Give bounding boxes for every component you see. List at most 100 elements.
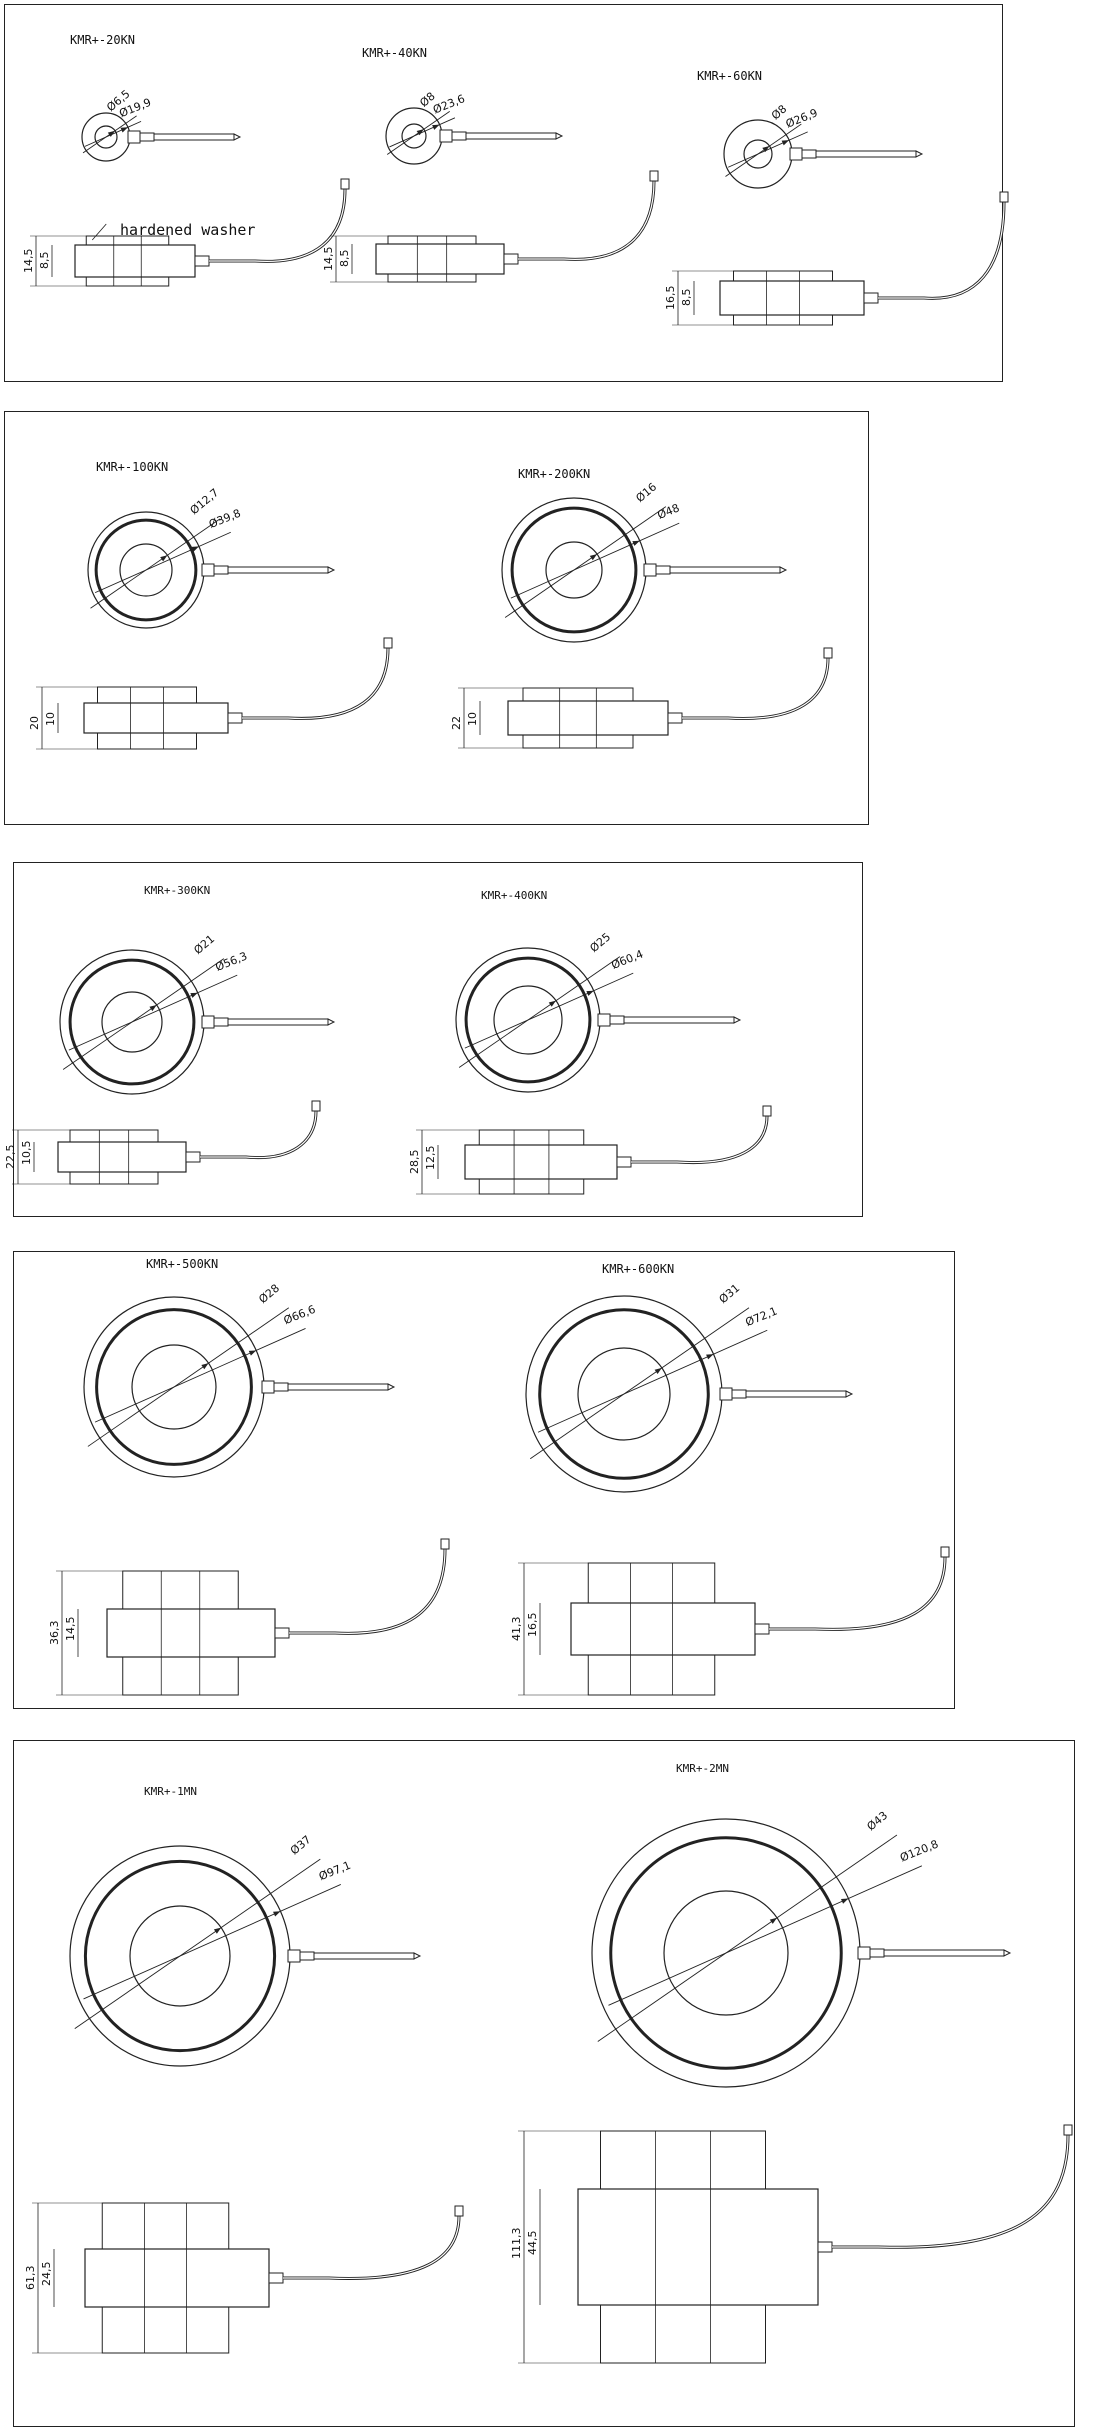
side-gland-m400 xyxy=(616,1156,632,1168)
upper-washer-m200 xyxy=(522,687,634,702)
model-title-400kn: KMR+-400KN xyxy=(481,889,548,902)
bore-m60 xyxy=(743,139,773,169)
side-cable-core-m300 xyxy=(200,1110,317,1159)
side-cable-end-m40 xyxy=(649,170,659,182)
dim-leader-inner-m300 xyxy=(62,958,225,1070)
lower-washer-m2mn xyxy=(600,2304,766,2364)
side-cable-end-m100 xyxy=(383,637,393,649)
bore-m500 xyxy=(131,1344,217,1430)
side-gland-m100 xyxy=(227,712,243,724)
dim-arrow-outer-m600 xyxy=(706,1354,714,1360)
dim-text-inner-m500: Ø28 xyxy=(256,1282,282,1307)
body-m300 xyxy=(57,1141,187,1173)
cable-nut-m600 xyxy=(731,1389,747,1399)
side-cable-end-m2mn xyxy=(1063,2124,1073,2136)
dim-text-inner-m2mn: Ø43 xyxy=(865,1809,891,1834)
side-cable-core-m2mn xyxy=(832,2134,1069,2248)
dim-text-total-m400: 28,5 xyxy=(408,1150,421,1175)
cable-nut-m400 xyxy=(609,1015,625,1025)
upper-washer-m400 xyxy=(478,1129,585,1146)
side-cable-m40 xyxy=(518,180,656,261)
cable-gland-m100 xyxy=(201,563,215,577)
side-cable-core-m1mn xyxy=(283,2215,460,2280)
cable-tip-m200 xyxy=(779,566,788,574)
side-cable-core-m400 xyxy=(631,1115,768,1164)
side-cable-core-m500 xyxy=(289,1548,446,1634)
bore-m100 xyxy=(119,543,173,597)
lower-washer-m20 xyxy=(85,276,170,287)
side-cable-m300 xyxy=(200,1110,318,1160)
cable-m200 xyxy=(669,566,781,574)
dim-leader-inner-m60 xyxy=(725,123,802,177)
model-title-200kn: KMR+-200KN xyxy=(518,467,591,481)
dim-text-inner-h-m500: 14,5 xyxy=(64,1617,77,1642)
side-cable-end-m500 xyxy=(440,1538,450,1550)
side-gland-m20 xyxy=(194,255,210,267)
cable-tip-m60 xyxy=(915,150,924,158)
dim-leader-inner-m1mn xyxy=(74,1858,321,2030)
lower-washer-m100 xyxy=(97,732,197,750)
side-cable-m100 xyxy=(242,647,390,720)
body-m60 xyxy=(719,280,865,316)
body-m500 xyxy=(106,1608,276,1658)
side-cable-m2mn xyxy=(832,2134,1070,2249)
dim-leader-outer-m40 xyxy=(389,117,456,148)
panel-300-400kn xyxy=(13,862,863,1217)
upper-washer-m60 xyxy=(733,270,833,282)
cable-m600 xyxy=(745,1390,847,1398)
dim-text-inner-h-m300: 10,5 xyxy=(20,1141,33,1166)
sensor-ring-m600 xyxy=(538,1308,710,1480)
body-m200 xyxy=(507,700,669,736)
dim-text-total-m500: 36,3 xyxy=(48,1621,61,1646)
model-title-60kn: KMR+-60KN xyxy=(697,69,763,83)
side-cable-m600 xyxy=(769,1556,947,1631)
dim-text-total-m20: 14,5 xyxy=(22,249,35,274)
dim-arrow-inner-m60 xyxy=(762,146,770,153)
lower-washer-m200 xyxy=(522,734,634,749)
cable-gland-m300 xyxy=(201,1015,215,1029)
sensor-ring-m400 xyxy=(464,956,592,1084)
dim-arrow-inner-m40 xyxy=(416,129,424,136)
cable-gland-m600 xyxy=(719,1387,733,1401)
model-title-1mn: KMR+-1MN xyxy=(144,1785,197,1798)
dim-text-total-m40: 14,5 xyxy=(322,247,335,272)
dim-arrow-outer-m500 xyxy=(248,1350,257,1356)
dim-text-inner-h-m200: 10 xyxy=(466,712,479,726)
model-title-20kn: KMR+-20KN xyxy=(70,33,136,47)
cable-m1mn xyxy=(313,1952,415,1960)
dim-leader-inner-m100 xyxy=(90,518,221,609)
side-cable-core-m100 xyxy=(242,647,389,720)
side-cable-core-m200 xyxy=(682,657,829,720)
dim-text-inner-h-m1mn: 24,5 xyxy=(40,2262,53,2287)
side-cable-end-m60 xyxy=(999,191,1009,203)
upper-washer-m100 xyxy=(97,686,197,704)
dim-leader-outer-m1mn xyxy=(83,1884,341,2000)
dim-text-inner-m300: Ø21 xyxy=(191,932,217,957)
upper-washer-m600 xyxy=(587,1562,716,1604)
dim-arrow-outer-m300 xyxy=(190,992,198,998)
model-title-2mn: KMR+-2MN xyxy=(676,1762,729,1775)
dim-leader-outer-m20 xyxy=(84,120,142,147)
dim-leader-outer-m400 xyxy=(464,972,634,1049)
bore-m2mn xyxy=(663,1890,789,2016)
model-title-300kn: KMR+-300KN xyxy=(144,884,211,897)
panel-100-200kn xyxy=(4,411,869,825)
cable-tip-m300 xyxy=(327,1018,336,1026)
sensor-ring-m500 xyxy=(95,1308,253,1466)
upper-washer-m300 xyxy=(69,1129,159,1143)
dim-text-inner-h-m100: 10 xyxy=(44,712,57,726)
dim-text-inner-m100: Ø12,7 xyxy=(188,486,222,517)
dim-leader-inner-m500 xyxy=(87,1307,290,1447)
dim-arrow-outer-m200 xyxy=(632,540,640,546)
dim-text-total-m600: 41,3 xyxy=(510,1617,523,1642)
lower-washer-m400 xyxy=(478,1178,585,1195)
cable-m40 xyxy=(465,132,557,140)
cable-tip-m2mn xyxy=(1003,1949,1012,1957)
cable-tip-m600 xyxy=(845,1390,854,1398)
lower-washer-m40 xyxy=(387,273,477,283)
dim-text-total-m1mn: 61,3 xyxy=(24,2266,37,2291)
dim-leader-inner-m200 xyxy=(504,506,667,618)
bore-m200 xyxy=(545,541,603,599)
cable-m2mn xyxy=(883,1949,1005,1957)
